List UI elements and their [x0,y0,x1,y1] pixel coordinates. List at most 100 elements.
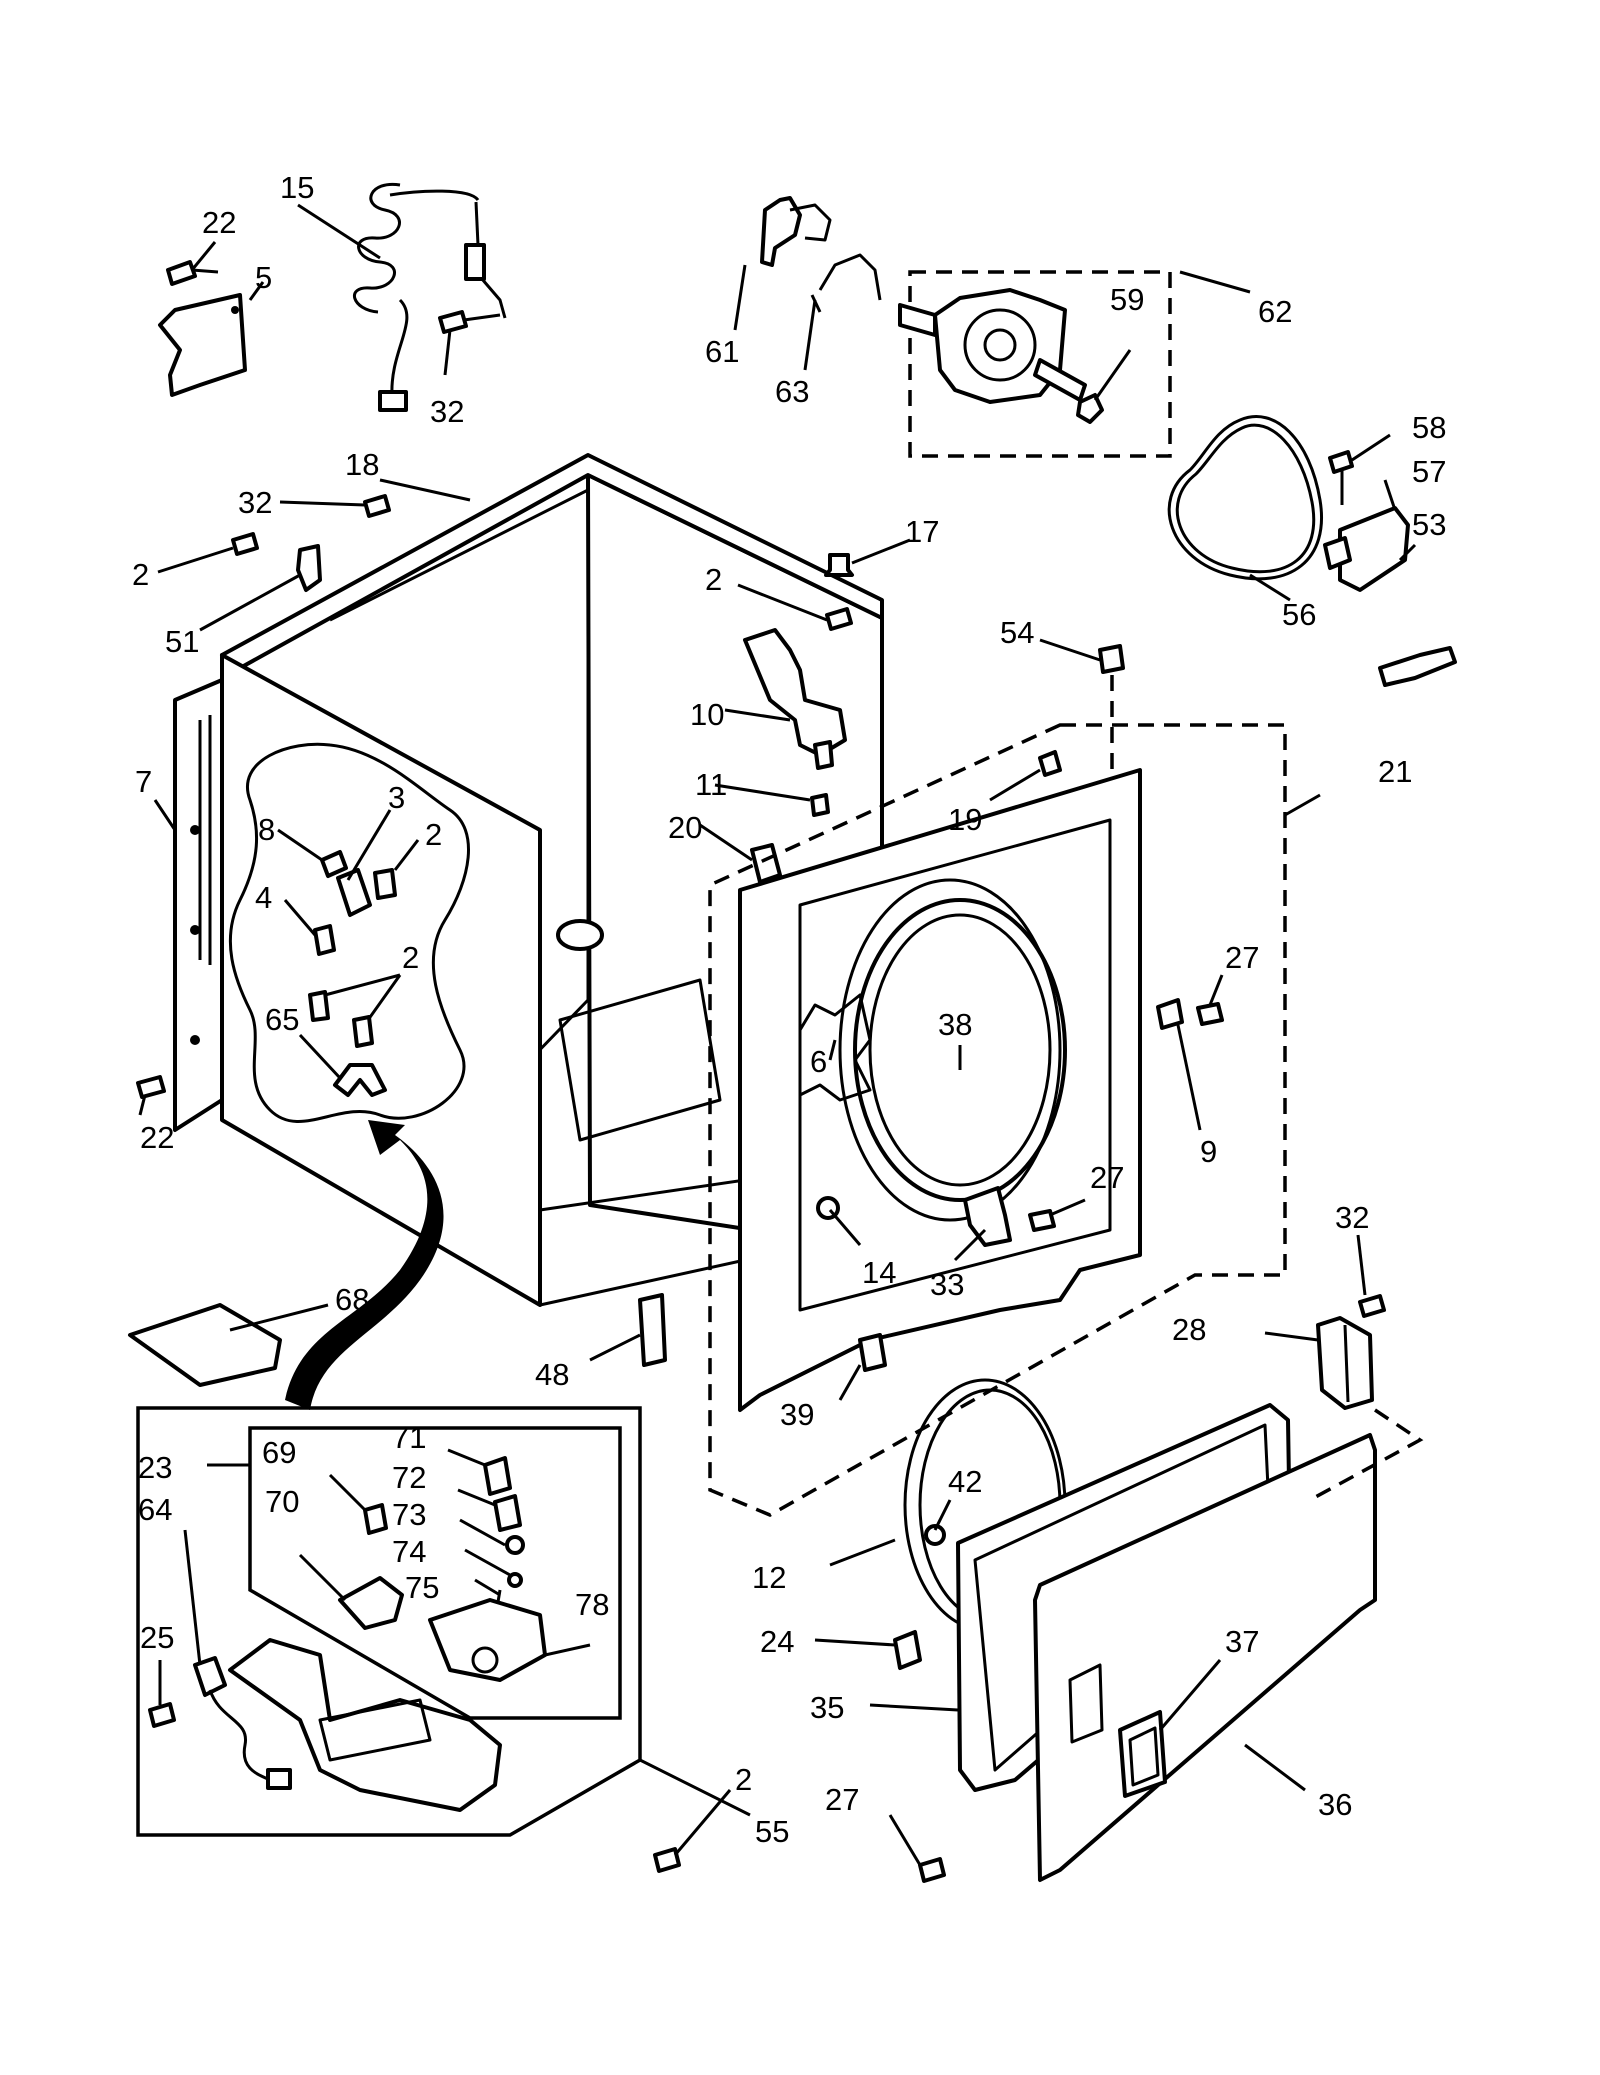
callout-8: 8 [258,812,275,847]
clip-part-51 [296,544,322,592]
motor-part-62 [898,288,1087,404]
callout-58: 58 [1412,410,1446,445]
screw-part-27-middle [1028,1209,1056,1232]
callout-36: 36 [1318,1787,1352,1822]
screw-part-2-upper-right [825,607,853,631]
callout-70: 70 [265,1484,299,1519]
callout-14: 14 [862,1255,896,1290]
screw-part-27-bottom [918,1857,946,1883]
pulley-clip-part-59 [1076,393,1104,424]
callout-19: 19 [948,802,982,837]
roller-part-53 [1378,646,1457,687]
duct-hose-arrow [285,1120,444,1410]
door-switch-part-10 [743,628,847,770]
motor-assembly-box [908,270,1172,458]
screw-part-32-cabinet [363,494,391,518]
grommet-part-17 [824,553,854,577]
callout-56: 56 [1282,597,1316,632]
callout-32-hinge: 32 [1335,1200,1369,1235]
clip-part-19 [1038,750,1062,777]
callout-74: 74 [392,1534,426,1569]
callout-68: 68 [335,1282,369,1317]
leader-lines [138,203,1417,1866]
screw-part-2-lower-a [308,990,330,1022]
door-alignment-line [1309,1408,1424,1502]
callout-63: 63 [775,374,809,409]
callout-39: 39 [780,1397,814,1432]
callout-57: 57 [1412,454,1446,489]
outer-door-part-36 [1033,1433,1377,1882]
bracket-part-5 [158,293,247,397]
callout-22-top: 22 [202,205,236,240]
stop-part-42 [924,1524,946,1546]
screw-part-22-lower [136,1075,166,1099]
pin-part-20 [750,843,782,884]
sensor-part-48 [638,1293,667,1367]
callout-75: 75 [405,1570,439,1605]
clip-part-9 [1156,998,1184,1030]
callout-55: 55 [755,1814,789,1849]
valve-parts-71-75 [483,1456,525,1621]
callout-28: 28 [1172,1312,1206,1347]
drive-belt-part-56 [1167,415,1323,581]
screw-part-32-top [438,310,501,334]
callout-labels: 15 22 5 32 61 63 62 59 58 57 53 56 18 32… [132,170,1446,1849]
hinge-part-28 [1316,1316,1374,1410]
retainer-part-39 [858,1333,887,1372]
strike-part-24 [893,1630,922,1670]
callout-69: 69 [262,1435,296,1470]
idler-bracket-part-57 [1323,506,1410,592]
screw-part-2-lower-b [352,1015,374,1048]
front-panel-assembly-outline [708,723,1287,1517]
callout-65: 65 [265,1002,299,1037]
callout-27-middle: 27 [1090,1160,1124,1195]
screw-part-4 [313,924,336,956]
callout-2-bottom: 2 [735,1762,752,1797]
callout-72: 72 [392,1460,426,1495]
screw-part-32-hinge [1358,1294,1386,1318]
bracket-part-70 [338,1576,404,1630]
screw-part-27-right [1196,1002,1224,1026]
clip-part-8 [320,850,348,878]
callout-10: 10 [690,697,724,732]
callout-24: 24 [760,1624,794,1659]
bracket-part-61 [760,196,832,267]
callout-48: 48 [535,1357,569,1392]
valve-body-part-78 [428,1598,547,1682]
burner-assembly-part-55 [228,1638,502,1812]
callout-17: 17 [905,514,939,549]
callout-27-bottom: 27 [825,1782,859,1817]
callout-27-right: 27 [1225,940,1259,975]
callout-42: 42 [948,1464,982,1499]
callout-23: 23 [138,1450,172,1485]
callout-20: 20 [668,810,702,845]
callout-11: 11 [695,767,727,802]
screw-part-2-middle [373,868,397,900]
callout-4: 4 [255,880,272,915]
callout-21: 21 [1378,754,1412,789]
sensor-part-64 [193,1656,292,1790]
pad-part-68 [128,1303,282,1387]
callout-6: 6 [810,1044,827,1079]
callout-35: 35 [810,1690,844,1725]
callout-73: 73 [392,1497,426,1532]
callout-2-upper-right: 2 [705,562,722,597]
callout-62: 62 [1258,294,1292,329]
callout-51: 51 [165,624,199,659]
callout-12: 12 [752,1560,786,1595]
callout-61: 61 [705,334,739,369]
callout-2-middle: 2 [425,817,442,852]
valve-subassembly-box [248,1426,622,1720]
callout-37: 37 [1225,1624,1259,1659]
callout-9: 9 [1200,1134,1217,1169]
screw-part-2-upper-left [231,532,259,556]
screw-part-58 [1328,450,1354,505]
callout-32-top: 32 [430,394,464,429]
callout-64: 64 [138,1492,172,1527]
callout-7: 7 [135,764,152,799]
callout-2-lower: 2 [402,940,419,975]
bracket-part-33 [963,1186,1012,1247]
callout-25: 25 [140,1620,174,1655]
callout-3: 3 [388,780,405,815]
